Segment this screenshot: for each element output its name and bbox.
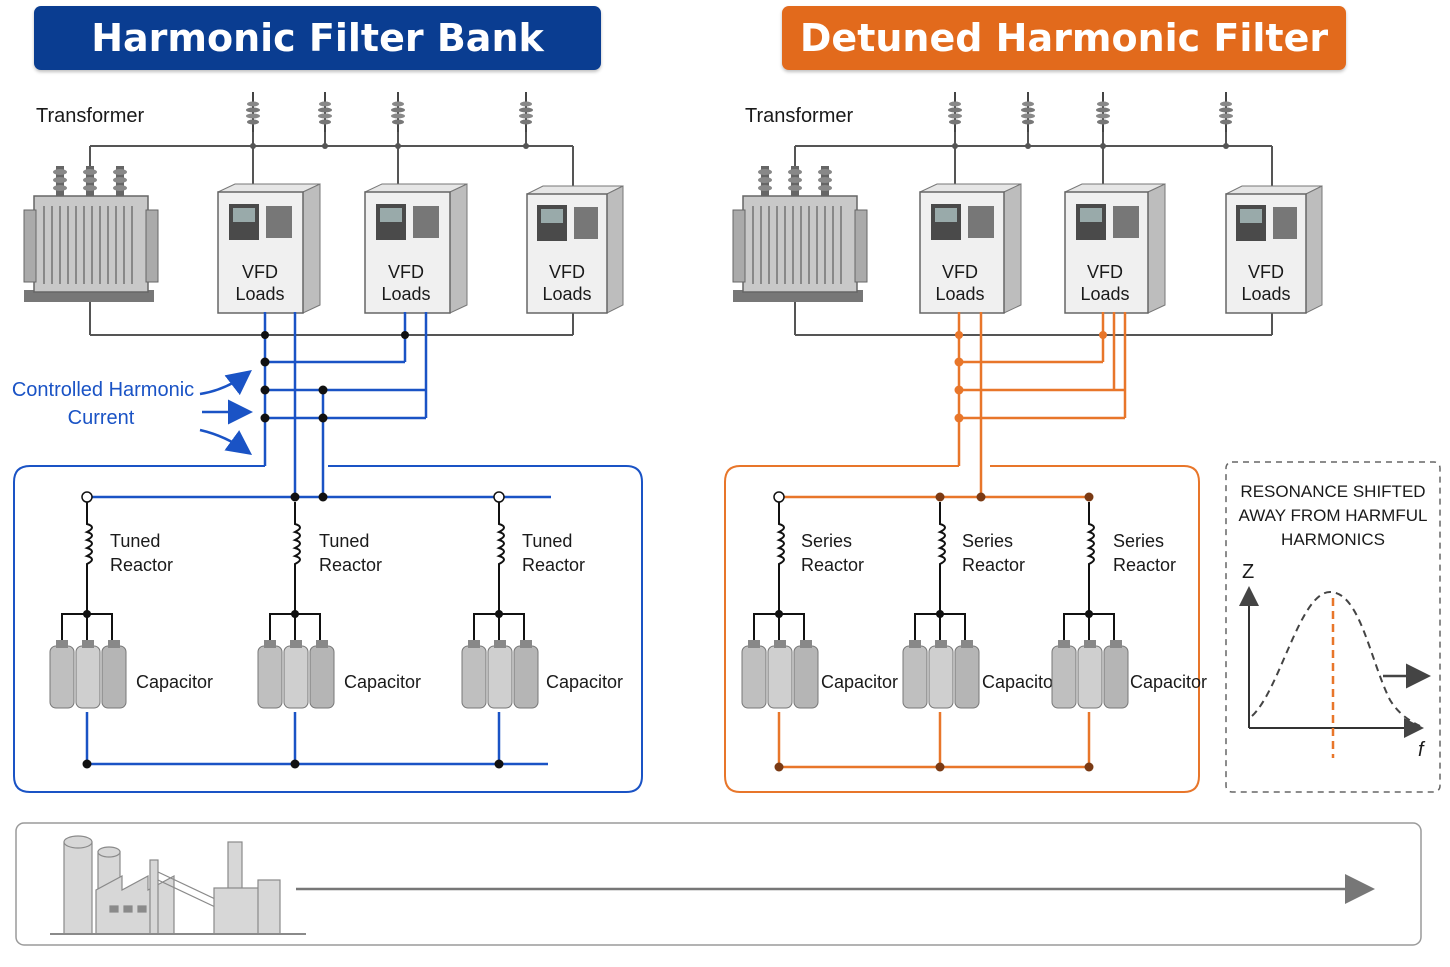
right-mains-nodes [952,143,1229,149]
reactor-label-1: Tuned [522,531,572,551]
capacitor-label: Capacitor [136,672,213,692]
right-filter-enclosure [724,465,1200,793]
reactor-label-1: Tuned [319,531,369,551]
vfd-label-1: VFD [1248,262,1284,282]
left-filter-enclosure [13,465,643,793]
left-insulator-icons [246,92,533,132]
right-transformer-icon [732,166,868,302]
reactor-coil-icon [914,502,966,640]
capacitor-bank-icon [49,640,127,709]
right-vfd-cabinet: VFD Loads [1225,185,1323,314]
right-junction-dots [954,331,1107,423]
vfd-label-2: Loads [1080,284,1129,304]
right-filter-branch: Series Reactor Capacitor [1051,492,1207,772]
capacitor-bank-icon [257,640,335,709]
reactor-coil-icon [753,502,805,640]
capacitor-bank-icon [1051,640,1129,709]
inset-text-line1: RESONANCE SHIFTED [1240,482,1425,501]
vfd-label-2: Loads [935,284,984,304]
inset-text-line2: AWAY FROM HARMFUL [1239,506,1428,525]
insulator-icon [1219,92,1233,132]
vfd-label-1: VFD [942,262,978,282]
capacitor-label: Capacitor [546,672,623,692]
right-title: Detuned Harmonic Filter [799,16,1329,60]
left-transformer-label: Transformer [36,105,145,127]
reactor-coil-icon [473,502,525,640]
capacitor-bank-icon [902,640,980,709]
footer-strip [15,822,1422,946]
inset-y-label: Z [1242,561,1254,583]
vfd-label-2: Loads [1241,284,1290,304]
insulator-icon [1021,92,1035,132]
right-filter-branch: Series Reactor Capacitor [741,491,898,772]
left-title-banner: Harmonic Filter Bank [34,6,601,70]
reactor-label-1: Series [801,531,852,551]
left-panel: Transformer [12,92,643,793]
insulator-icon [391,92,405,132]
right-vfd-cabinet: VFD Loads [919,183,1022,314]
reactor-coil-icon [269,502,321,640]
right-harmonic-feeders [957,312,1127,498]
reactor-label-1: Series [1113,531,1164,551]
capacitor-bank-icon [741,640,819,709]
capacitor-label: Capacitor [821,672,898,692]
right-transformer-label: Transformer [745,105,854,127]
left-harmonic-feeders [263,312,428,498]
annotation-arrow-icons [199,369,253,455]
left-vfd-cabinet: VFD Loads [526,185,624,314]
insulator-icon [1096,92,1110,132]
insulator-icon [246,92,260,132]
reactor-label-1: Tuned [110,531,160,551]
insulator-icon [318,92,332,132]
capacitor-bank-icon [461,640,539,709]
reactor-coil-icon [61,502,113,640]
right-panel: Transformer [724,92,1323,793]
vfd-label-2: Loads [235,284,284,304]
right-insulator-icons [948,92,1233,132]
capacitor-label: Capacitor [344,672,421,692]
harmonic-annotation-line2: Current [68,407,135,429]
inset-text-line3: HARMONICS [1281,530,1385,549]
resonance-inset: RESONANCE SHIFTED AWAY FROM HARMFUL HARM… [1225,461,1441,793]
right-vfd-cabinet: VFD Loads [1064,183,1166,314]
reactor-label-2: Reactor [319,555,382,575]
harmonic-annotation-line1: Controlled Harmonic [12,379,194,401]
vfd-label-1: VFD [1087,262,1123,282]
inset-x-label: f [1418,739,1426,761]
capacitor-label: Capacitor [982,672,1059,692]
left-mains-bus [89,130,574,336]
reactor-label-2: Reactor [522,555,585,575]
vfd-label-2: Loads [381,284,430,304]
left-mains-nodes [250,143,529,149]
vfd-label-2: Loads [542,284,591,304]
left-filter-branch: Tuned Reactor Capacitor [49,491,213,769]
reactor-label-2: Reactor [962,555,1025,575]
left-vfd-cabinet: VFD Loads [217,183,321,314]
insulator-icon [519,92,533,132]
reactor-coil-icon [1063,502,1115,640]
vfd-label-1: VFD [242,262,278,282]
insulator-icon [948,92,962,132]
capacitor-label: Capacitor [1130,672,1207,692]
right-filter-branch: Series Reactor Capacitor [902,492,1059,772]
right-title-banner: Detuned Harmonic Filter [782,6,1346,70]
impedance-curve [1251,590,1421,727]
reactor-label-1: Series [962,531,1013,551]
left-filter-branch: Tuned Reactor Capacitor [257,492,421,769]
right-mains-bus [794,130,1273,336]
left-vfd-cabinet: VFD Loads [364,183,468,314]
left-title: Harmonic Filter Bank [91,16,544,60]
reactor-label-2: Reactor [110,555,173,575]
vfd-label-1: VFD [388,262,424,282]
left-transformer-icon [23,166,159,302]
reactor-label-2: Reactor [801,555,864,575]
reactor-label-2: Reactor [1113,555,1176,575]
left-junction-dots [260,331,409,423]
left-filter-branch: Tuned Reactor Capacitor [461,491,623,769]
vfd-label-1: VFD [549,262,585,282]
factory-icon [50,835,306,935]
